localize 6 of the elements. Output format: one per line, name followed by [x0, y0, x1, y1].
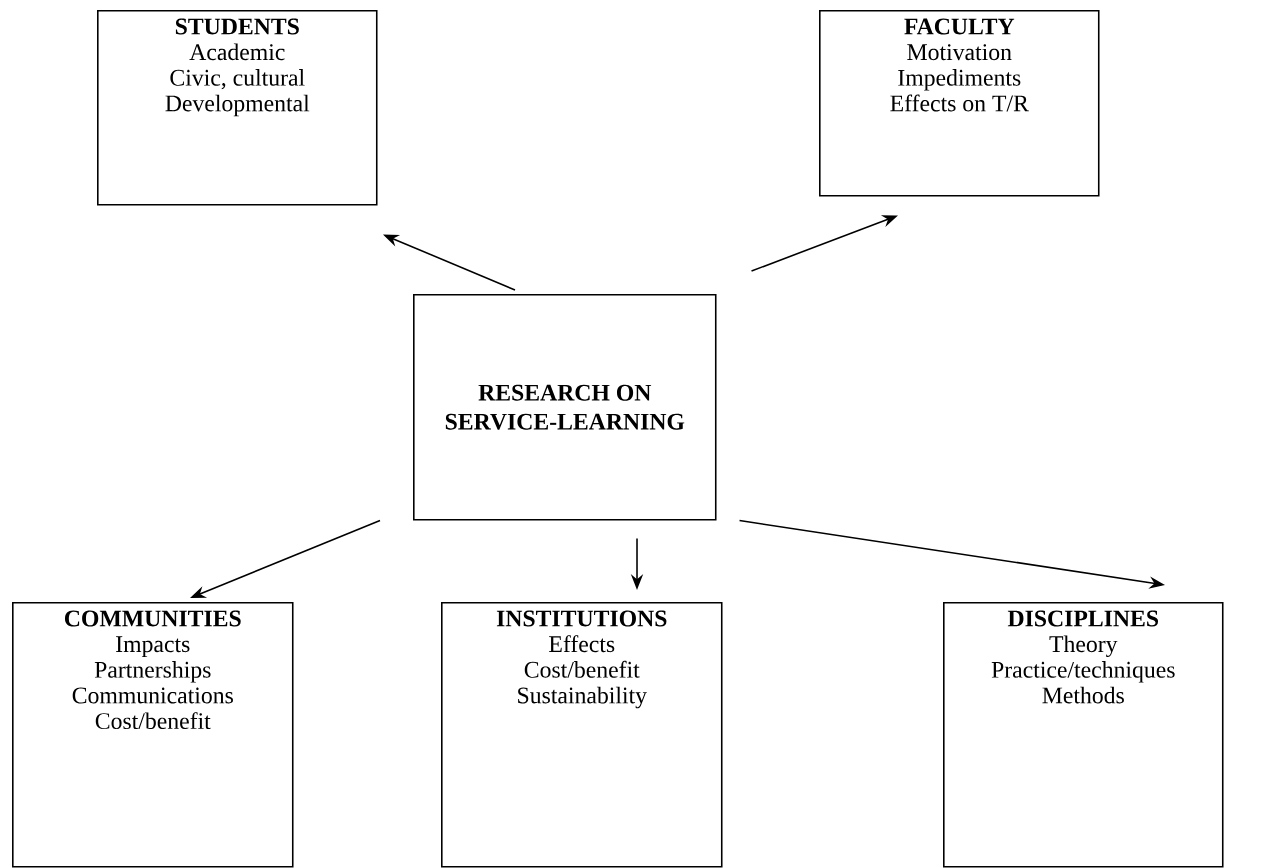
text-box: STUDENTS Academic Civic, cultural Developmental — [97, 10, 378, 206]
text-box: FACULTY Motivation Impediments Effects on T/R — [819, 10, 1100, 197]
text-box: INSTITUTIONS Effects Cost/benefit Sustainability — [441, 602, 723, 868]
text-box: COMMUNITIES Impacts Partnerships Communications Cost/benefit — [12, 602, 294, 868]
text-box: DISCIPLINES Theory Practice/techniques Methods — [943, 602, 1224, 868]
text-box: RESEARCH ON SERVICE-LEARNING — [413, 294, 717, 521]
